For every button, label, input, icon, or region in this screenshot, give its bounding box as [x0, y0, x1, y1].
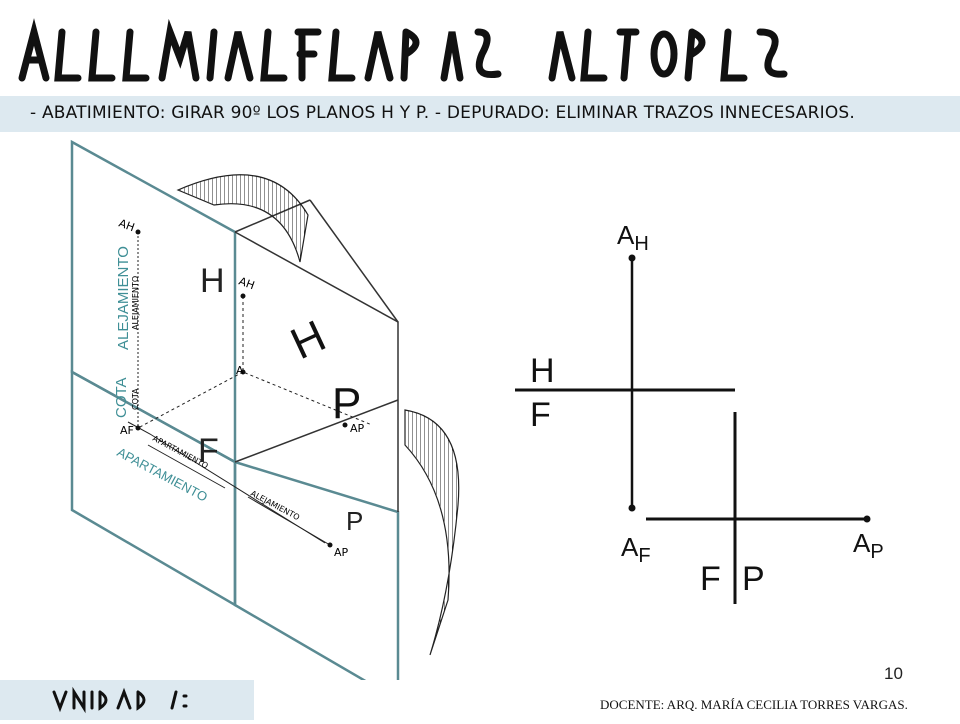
iso-label-AH-top: AH	[117, 217, 136, 235]
iso-label-AF: AF	[120, 424, 134, 437]
alejamiento-label-small: ALEJAMIENTO	[131, 276, 140, 330]
plane-F-lower	[233, 460, 400, 680]
institution-glyph-logo	[52, 686, 188, 714]
rotation-arrow-top	[176, 174, 309, 263]
descriptive-geometry-diagram: AH AH A AF AP AP ALEJAMIENTO ALEJAMIENTO…	[70, 139, 884, 680]
iso-label-AP-inner: AP	[350, 422, 365, 435]
fp-label-left: F	[700, 560, 721, 598]
plane-label-F: F	[198, 432, 219, 470]
hf-label-bottom: F	[530, 396, 551, 434]
fp-label-right: P	[742, 560, 765, 598]
isometric-view: AH AH A AF AP AP ALEJAMIENTO ALEJAMIENTO…	[70, 139, 460, 680]
institution-logo-box	[0, 680, 254, 720]
subtitle-band: - ABATIMIENTO: GIRAR 90º LOS PLANOS H Y …	[0, 96, 960, 132]
docente-credit: DOCENTE: ARQ. MARÍA CECILIA TORRES VARGA…	[600, 697, 908, 712]
plane-label-P-bottom: P	[346, 506, 363, 536]
cota-label-small: COTA	[131, 388, 140, 410]
flat-label-AF: AF	[621, 532, 651, 567]
plane-P-lower	[70, 369, 237, 608]
plane-label-P: P	[332, 379, 361, 428]
orthographic-view: AH AF AP H F F P	[515, 220, 884, 604]
subtitle-text: - ABATIMIENTO: GIRAR 90º LOS PLANOS H Y …	[30, 103, 856, 123]
cota-label-big: COTA	[113, 377, 130, 418]
iso-label-A: A	[236, 364, 244, 377]
rotation-arrow-right	[404, 409, 460, 656]
flat-label-AH: AH	[617, 220, 649, 255]
hf-label-top: H	[530, 352, 555, 390]
decorative-title	[18, 18, 788, 82]
iso-label-AH-inner: AH	[237, 275, 256, 293]
flat-label-AP: AP	[853, 528, 884, 563]
alejamiento-label-bottom: ALEJAMIENTO	[249, 489, 301, 522]
alejamiento-label-big: ALEJAMIENTO	[115, 246, 132, 350]
iso-label-AP-bottom: AP	[334, 546, 349, 559]
page-number: 10	[884, 664, 903, 683]
plane-label-H-panel: H	[200, 262, 225, 300]
plane-label-H: H	[284, 311, 334, 369]
